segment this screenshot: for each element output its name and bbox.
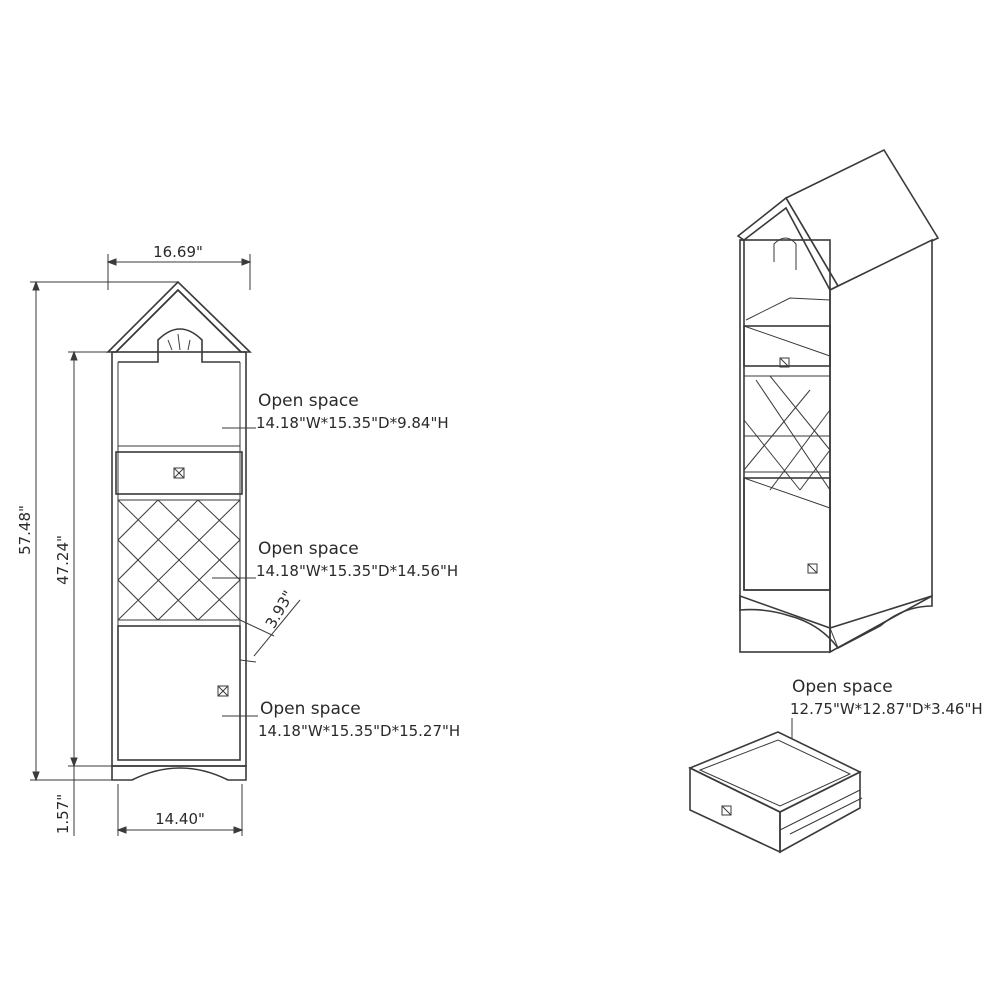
iso-door-knob-icon	[807, 563, 818, 574]
callout-drawer: Open space 12.75"W*12.87"D*3.46"H	[790, 677, 983, 718]
base-width-label: 14.40"	[155, 810, 205, 828]
iso-drawer	[743, 325, 831, 367]
front-body-outline	[111, 351, 247, 767]
callout-spec: 12.75"W*12.87"D*3.46"H	[790, 700, 983, 718]
drawer-rail-2	[789, 797, 863, 835]
iso-side-panel	[829, 238, 933, 654]
callout-spec: 14.18"W*15.35"D*9.84"H	[256, 414, 449, 432]
front-roof-inner	[115, 288, 242, 353]
callout-top-shelf: Open space 14.18"W*15.35"D*9.84"H	[256, 391, 449, 432]
iso-shelf-back	[745, 297, 831, 321]
overall-height-label: 57.48"	[16, 505, 34, 555]
front-door	[117, 625, 241, 761]
iso-door	[743, 477, 831, 591]
callout-title: Open space	[792, 677, 893, 697]
wine-lattice	[117, 499, 241, 621]
callout-wine-rack: Open space 14.18"W*15.35"D*14.56"H	[256, 539, 458, 580]
iso-base-corner	[829, 627, 839, 649]
iso-top-cutout	[773, 237, 797, 270]
iso-front-inner	[740, 239, 830, 591]
drawer-top-rim	[688, 731, 862, 813]
iso-front-outline	[739, 239, 831, 653]
callout-spec: 14.18"W*15.35"D*15.27"H	[258, 722, 460, 740]
dimension-lines	[30, 254, 793, 836]
drawer-knob-icon	[173, 467, 185, 479]
iso-door-edge	[743, 477, 831, 509]
front-drawer	[115, 451, 243, 495]
callout-title: Open space	[258, 539, 359, 559]
callout-title: Open space	[258, 391, 359, 411]
body-height-label: 47.24"	[54, 535, 72, 585]
drawer-side-panel	[779, 770, 861, 854]
door-knob-icon	[217, 685, 229, 697]
front-elevation	[106, 280, 252, 781]
iso-drawer-edge	[743, 325, 831, 357]
drawer-view-knob-icon	[721, 805, 732, 816]
drawer-rail	[779, 789, 861, 831]
isometric-view	[736, 148, 940, 654]
overall-width-label: 16.69"	[153, 243, 203, 261]
front-base	[111, 765, 247, 781]
callout-cabinet: Open space 14.18"W*15.35"D*15.27"H	[258, 699, 460, 740]
drawer-inner-rim	[698, 739, 852, 807]
drawer-view	[688, 731, 863, 854]
iso-wine-lattice	[743, 375, 831, 491]
bottle-holder	[167, 333, 191, 351]
callout-title: Open space	[260, 699, 361, 719]
front-top-cutout	[118, 328, 240, 363]
base-height-label: 1.57"	[54, 794, 72, 834]
iso-base	[739, 594, 933, 650]
iso-drawer-knob-icon	[779, 357, 790, 368]
callout-spec: 14.18"W*15.35"D*14.56"H	[256, 562, 458, 580]
